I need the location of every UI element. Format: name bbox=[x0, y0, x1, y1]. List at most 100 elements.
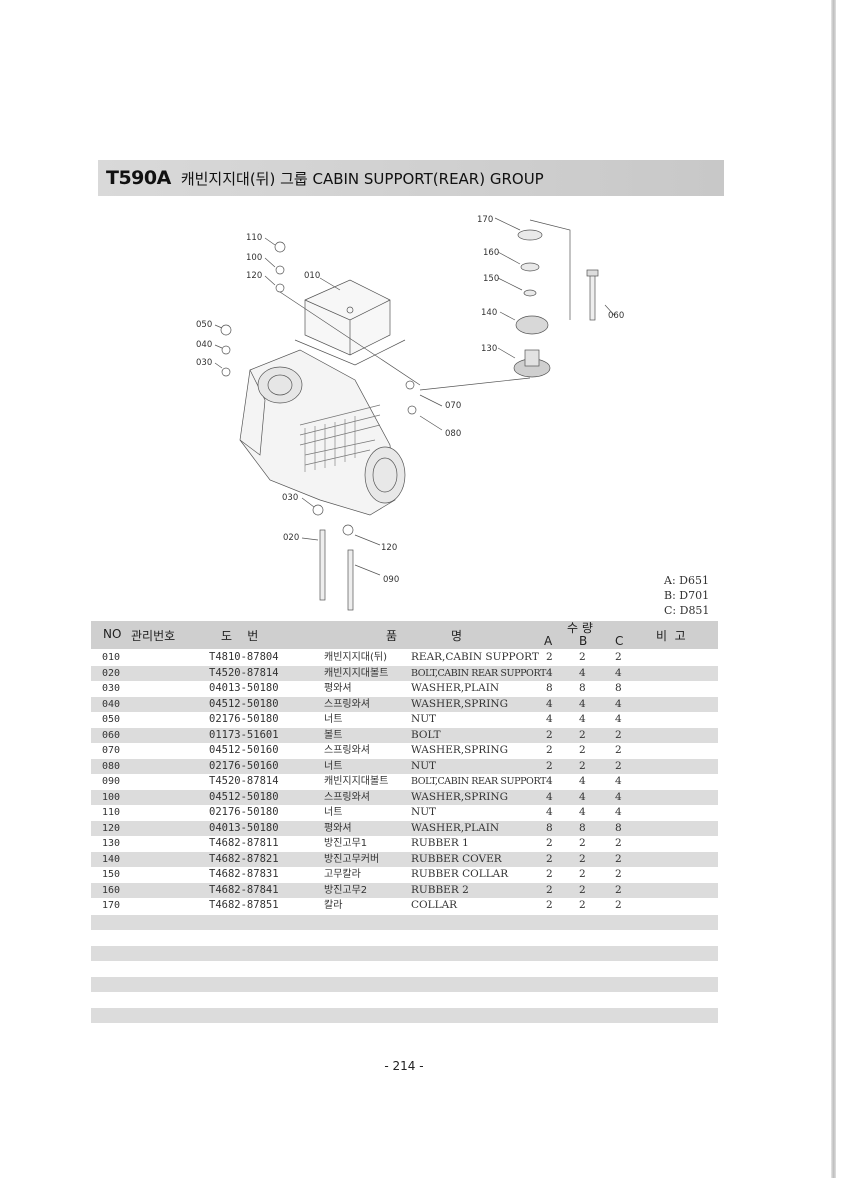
cell-name-kr: 캐빈지지대볼트 bbox=[324, 776, 389, 787]
group-code: T590A bbox=[106, 167, 171, 189]
header-mgmt: 관리번호 bbox=[131, 629, 176, 643]
cell-no: 100 bbox=[102, 791, 121, 803]
cell-name-en: RUBBER COLLAR bbox=[411, 868, 509, 880]
cell-qty-c: 2 bbox=[615, 852, 622, 865]
callout-090: 090 bbox=[383, 575, 399, 585]
cell-name-en: WASHER,SPRING bbox=[411, 697, 508, 710]
cell-part-number: T4682-87821 bbox=[209, 852, 279, 865]
table-row: 010 T4810-87804 캐빈지지대(뒤) REAR,CABIN SUPP… bbox=[91, 650, 718, 666]
cell-qty-b: 2 bbox=[579, 899, 586, 911]
cell-part-number: 04512-50180 bbox=[209, 790, 279, 803]
cell-qty-a: 4 bbox=[546, 713, 553, 725]
cell-qty-c: 2 bbox=[615, 728, 622, 741]
cell-no: 150 bbox=[102, 869, 121, 880]
cell-qty-c: 2 bbox=[615, 868, 622, 880]
cell-no: 120 bbox=[102, 822, 121, 834]
cell-name-en: RUBBER COVER bbox=[411, 852, 502, 865]
cell-name-kr: 방진고무1 bbox=[324, 838, 368, 849]
cell-name-en: NUT bbox=[411, 806, 437, 818]
cell-no: 140 bbox=[102, 853, 121, 865]
cell-no: 060 bbox=[102, 729, 121, 741]
cell-no: 130 bbox=[102, 838, 121, 849]
table-row: 070 04512-50160 스프링와셔 WASHER,SPRING 2 2 … bbox=[91, 743, 718, 759]
callout-010: 010 bbox=[304, 271, 320, 281]
callout-050: 050 bbox=[196, 320, 212, 330]
cell-part-number: T4682-87851 bbox=[209, 899, 279, 911]
cell-no: 110 bbox=[102, 807, 121, 818]
cell-qty-a: 2 bbox=[546, 837, 553, 849]
cell-qty-a: 2 bbox=[546, 728, 553, 741]
cell-qty-b: 4 bbox=[579, 666, 586, 679]
cell-part-number: 04013-50180 bbox=[209, 682, 279, 694]
callout-030: 030 bbox=[196, 358, 212, 368]
empty-table-row bbox=[91, 915, 718, 930]
cell-qty-a: 4 bbox=[546, 697, 553, 710]
callout-070: 070 bbox=[445, 401, 461, 411]
cell-qty-a: 4 bbox=[546, 775, 553, 787]
cell-qty-a: 4 bbox=[546, 790, 553, 803]
cell-name-kr: 너트 bbox=[324, 760, 343, 772]
parts-table: 010 T4810-87804 캐빈지지대(뒤) REAR,CABIN SUPP… bbox=[91, 650, 718, 914]
cell-qty-a: 8 bbox=[546, 821, 553, 834]
cell-qty-c: 4 bbox=[615, 775, 622, 787]
cell-qty-b: 8 bbox=[579, 682, 586, 694]
header-name-1: 품 bbox=[386, 629, 398, 643]
cell-qty-c: 4 bbox=[615, 697, 622, 710]
cell-qty-c: 2 bbox=[615, 759, 622, 772]
cell-name-en: WASHER,PLAIN bbox=[411, 682, 500, 694]
cell-part-number: T4682-87831 bbox=[209, 868, 279, 880]
page-number: - 214 - bbox=[384, 1059, 424, 1073]
cell-name-kr: 고무칼라 bbox=[324, 869, 361, 880]
table-row: 050 02176-50180 너트 NUT 4 4 4 bbox=[91, 712, 718, 728]
callout-120-lower: 120 bbox=[381, 543, 397, 553]
cell-name-kr: 방진고무커버 bbox=[324, 853, 380, 865]
variant-c: C: D851 bbox=[664, 604, 710, 617]
header-drawing: 도 번 bbox=[221, 629, 259, 643]
group-title: 캐빈지지대(뒤) 그룹 CABIN SUPPORT(REAR) GROUP bbox=[180, 169, 544, 188]
cell-qty-a: 2 bbox=[546, 899, 553, 911]
callout-040: 040 bbox=[196, 340, 212, 350]
cell-qty-c: 4 bbox=[615, 666, 622, 679]
cell-name-en: BOLT bbox=[411, 728, 441, 741]
cell-qty-c: 2 bbox=[615, 837, 622, 849]
cell-qty-a: 8 bbox=[546, 682, 553, 694]
callout-020: 020 bbox=[283, 533, 299, 543]
cell-qty-c: 8 bbox=[615, 682, 622, 694]
table-row: 110 02176-50180 너트 NUT 4 4 4 bbox=[91, 805, 718, 821]
cell-part-number: 02176-50180 bbox=[209, 806, 279, 818]
callout-080: 080 bbox=[445, 429, 461, 439]
variant-a: A: D651 bbox=[664, 574, 709, 587]
cell-qty-c: 2 bbox=[615, 651, 622, 663]
model-variants: A: D651 B: D701 C: D851 bbox=[664, 573, 709, 618]
cell-name-kr: 스프링와셔 bbox=[324, 745, 370, 756]
cell-name-en: RUBBER 2 bbox=[411, 883, 469, 896]
table-row: 040 04512-50180 스프링와셔 WASHER,SPRING 4 4 … bbox=[91, 696, 718, 712]
cell-name-kr: 스프링와셔 bbox=[324, 791, 370, 803]
cell-name-kr: 볼트 bbox=[324, 729, 343, 741]
table-row: 090 T4520-87814 캐빈지지대볼트 BOLT,CABIN REAR … bbox=[91, 774, 718, 790]
table-row: 170 T4682-87851 칼라 COLLAR 2 2 2 bbox=[91, 898, 718, 914]
cell-qty-b: 4 bbox=[579, 697, 586, 710]
cell-no: 170 bbox=[102, 900, 121, 911]
callout-150: 150 bbox=[483, 274, 499, 284]
cell-qty-b: 4 bbox=[579, 790, 586, 803]
cell-part-number: T4520-87814 bbox=[209, 666, 279, 679]
cell-name-en: REAR,CABIN SUPPORT bbox=[411, 651, 539, 663]
table-row: 100 04512-50180 스프링와셔 WASHER,SPRING 4 4 … bbox=[91, 789, 718, 805]
header-qty: 수 량 bbox=[567, 621, 593, 635]
cell-qty-b: 2 bbox=[579, 883, 586, 896]
header-no: NO bbox=[103, 627, 122, 641]
exploded-parts-diagram: 170 160 150 140 130 060 110 100 120 010 … bbox=[196, 215, 624, 611]
cell-name-en: NUT bbox=[411, 713, 437, 725]
cell-name-kr: 칼라 bbox=[324, 900, 343, 911]
cell-qty-c: 8 bbox=[615, 821, 622, 834]
header-remarks: 비 고 bbox=[656, 629, 686, 643]
cell-qty-b: 2 bbox=[579, 837, 586, 849]
cell-no: 160 bbox=[102, 884, 121, 896]
cell-no: 040 bbox=[102, 698, 121, 710]
cell-qty-c: 2 bbox=[615, 883, 622, 896]
cell-qty-c: 4 bbox=[615, 806, 622, 818]
callout-170: 170 bbox=[477, 215, 493, 225]
cell-qty-b: 2 bbox=[579, 759, 586, 772]
callout-120: 120 bbox=[246, 271, 262, 281]
